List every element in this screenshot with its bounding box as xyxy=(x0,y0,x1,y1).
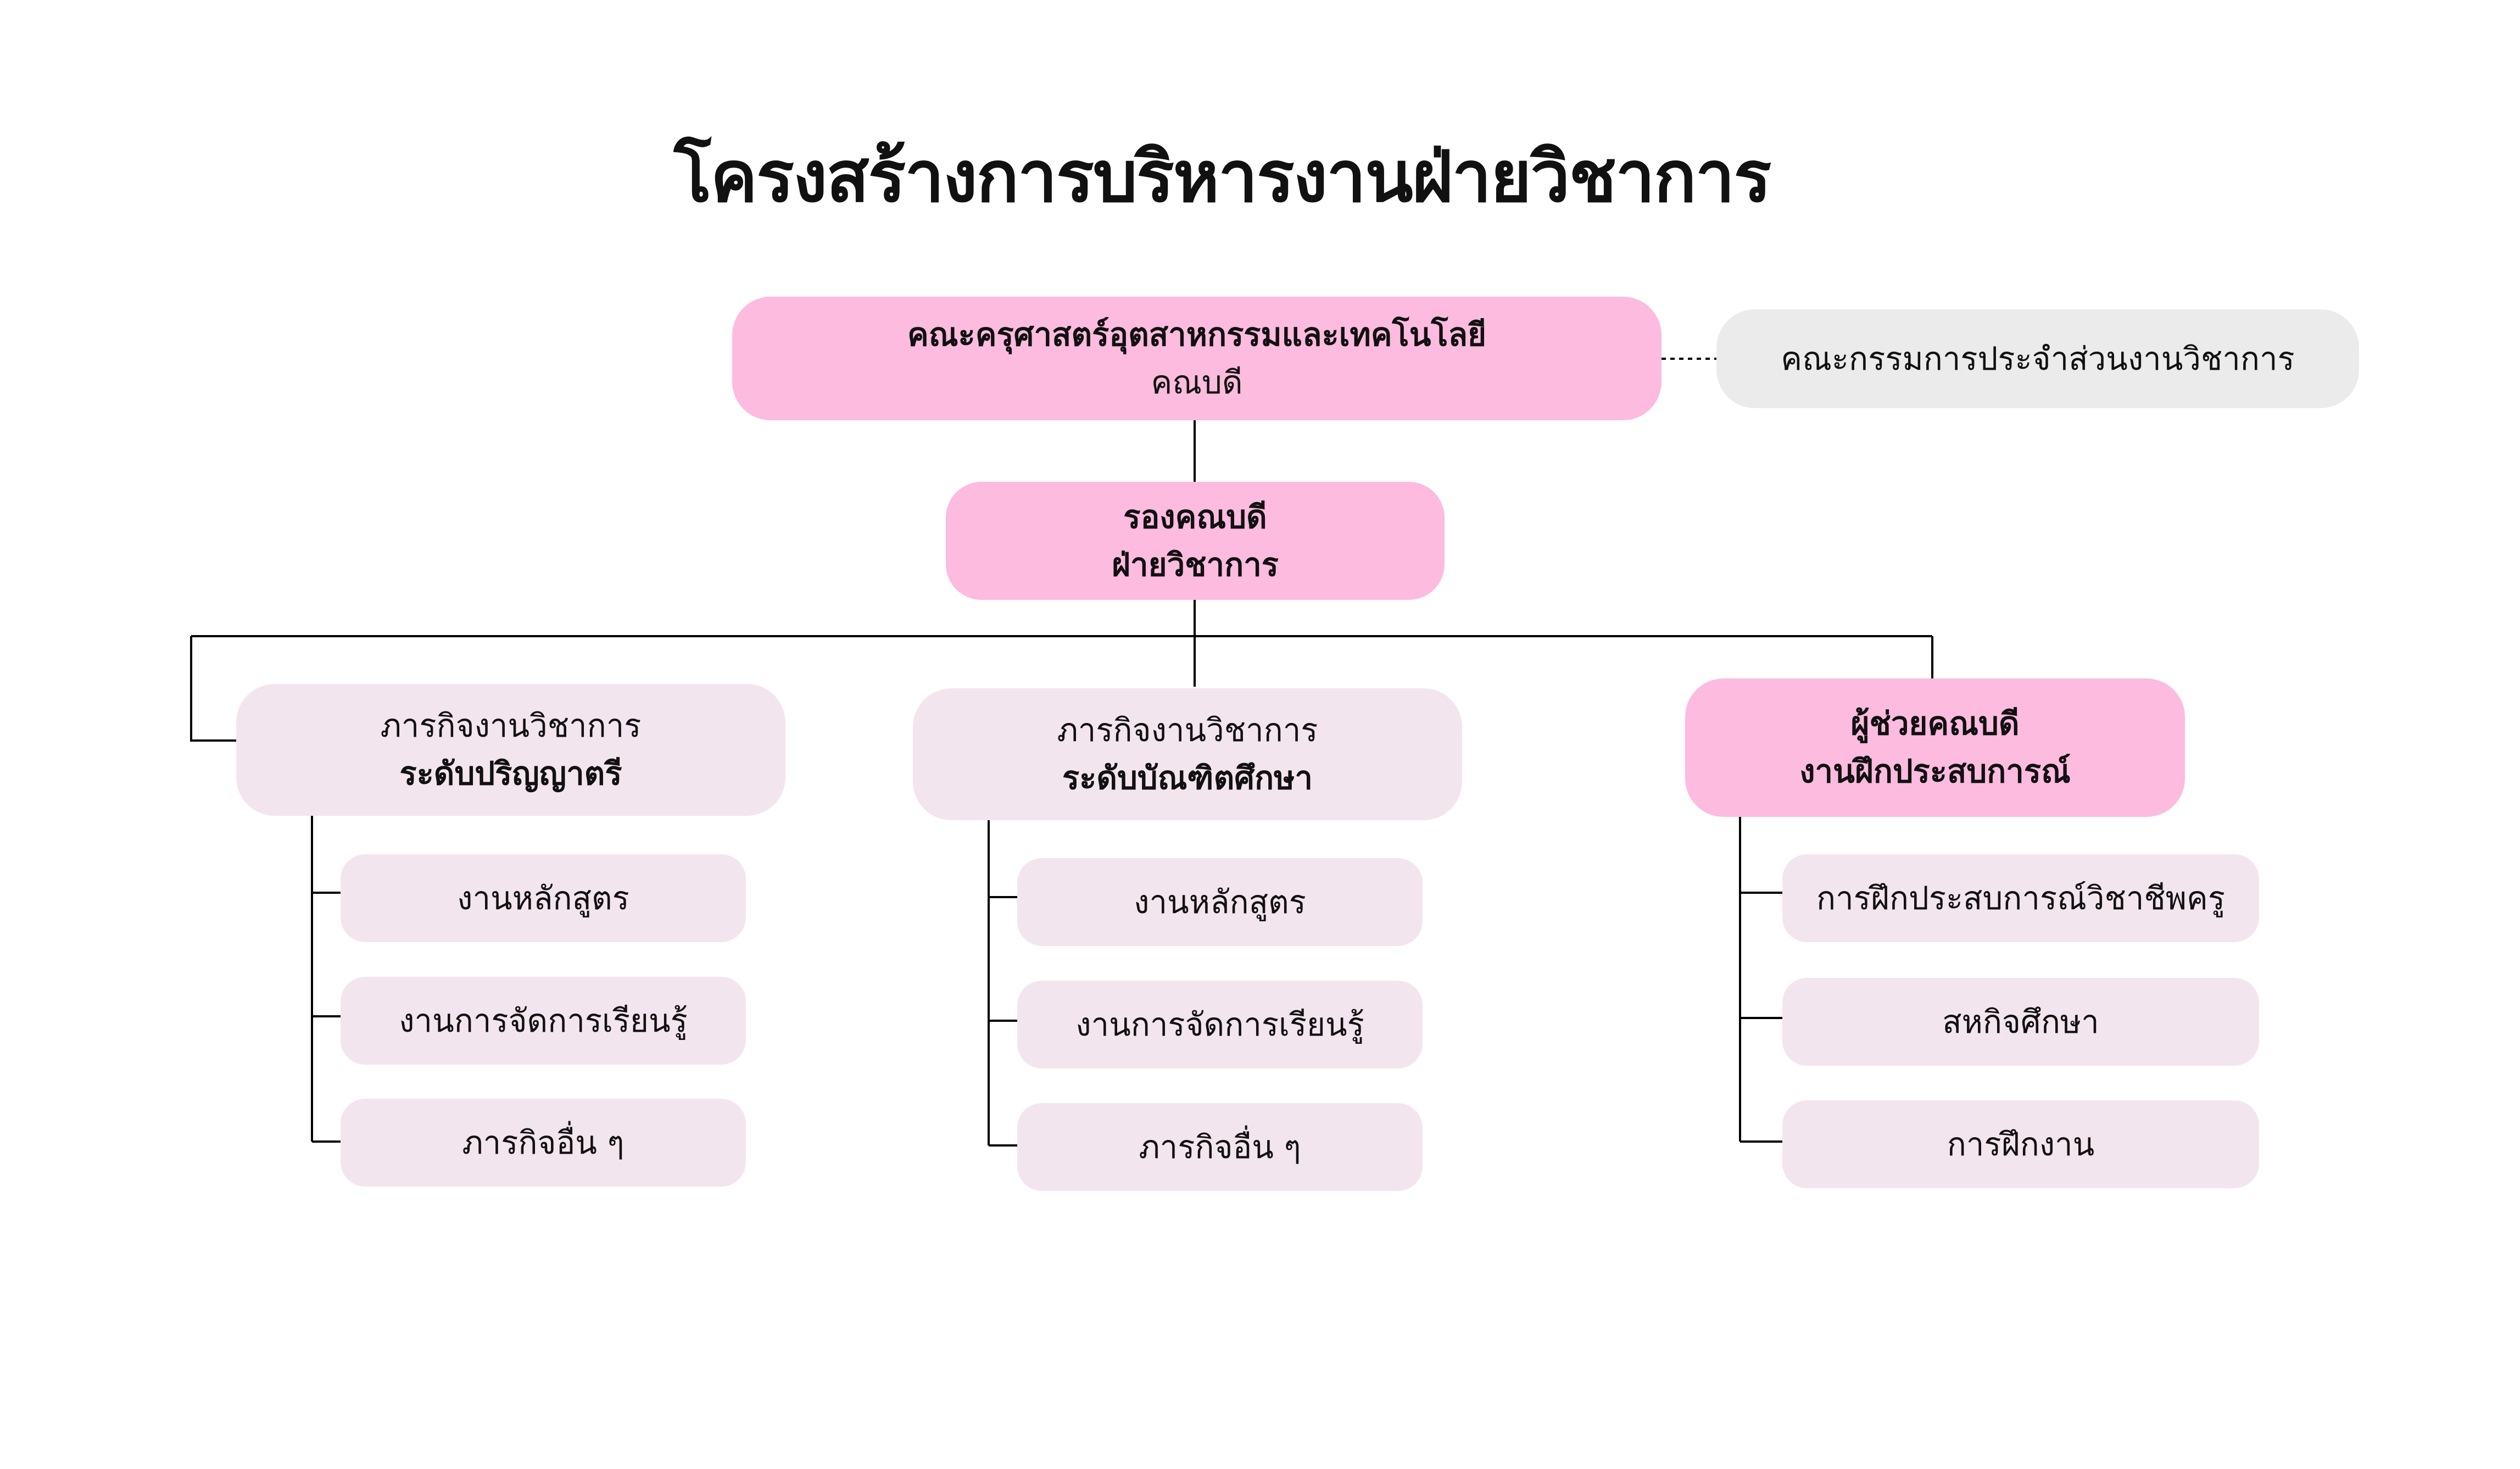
graduate-item-label: งานหลักสูตร xyxy=(1134,883,1306,921)
assistant-item-internship: การฝึกงาน xyxy=(1782,1100,2259,1188)
dean-title: คณบดี xyxy=(1151,363,1243,401)
undergrad-item-label: งานการจัดการเรียนรู้ xyxy=(399,1001,688,1039)
connector-undergrad xyxy=(190,636,236,742)
dean-node: คณะครุศาสตร์อุตสาหกรรมและเทคโนโลยี คณบดี xyxy=(732,297,1662,420)
undergrad-item-learning: งานการจัดการเรียนรู้ xyxy=(341,977,746,1065)
graduate-item-label: ภารกิจอื่น ๆ xyxy=(1139,1128,1301,1166)
graduate-item-curriculum: งานหลักสูตร xyxy=(1017,858,1423,946)
undergrad-item-label: ภารกิจอื่น ๆ xyxy=(462,1123,625,1161)
undergrad-line2: ระดับปริญญาตรี xyxy=(399,755,622,792)
undergrad-line1: ภารกิจงานวิชาการ xyxy=(380,707,642,744)
undergrad-node: ภารกิจงานวิชาการ ระดับปริญญาตรี xyxy=(236,684,785,816)
assistant-dean-node: ผู้ช่วยคณบดี งานฝึกประสบการณ์ xyxy=(1685,678,2185,817)
undergrad-item-label: งานหลักสูตร xyxy=(457,879,629,917)
graduate-item-learning: งานการจัดการเรียนรู้ xyxy=(1017,981,1423,1069)
graduate-line2: ระดับบัณฑิตศึกษา xyxy=(1062,759,1313,797)
graduate-line1: ภารกิจงานวิชาการ xyxy=(1057,711,1318,749)
assistant-dean-division: งานฝึกประสบการณ์ xyxy=(1799,753,2071,790)
page-title: โครงสร้างการบริหารงานฝ่ายวิชาการ xyxy=(673,136,1772,218)
graduate-item-label: งานการจัดการเรียนรู้ xyxy=(1075,1005,1364,1043)
assistant-item-coop: สหกิจศึกษา xyxy=(1782,978,2259,1066)
graduate-node: ภารกิจงานวิชาการ ระดับบัณฑิตศึกษา xyxy=(913,688,1462,820)
vice-dean-title: รองคณบดี xyxy=(1123,498,1267,536)
assistant-dean-title: ผู้ช่วยคณบดี xyxy=(1850,705,2020,742)
dean-faculty: คณะครุศาสตร์อุตสาหกรรมและเทคโนโลยี xyxy=(907,315,1487,353)
vice-dean-division: ฝ่ายวิชาการ xyxy=(1112,546,1279,583)
undergrad-item-other: ภารกิจอื่น ๆ xyxy=(341,1099,746,1187)
graduate-item-other: ภารกิจอื่น ๆ xyxy=(1017,1103,1423,1191)
committee-label: คณะกรรมการประจำส่วนงานวิชาการ xyxy=(1781,340,2295,377)
committee-node: คณะกรรมการประจำส่วนงานวิชาการ xyxy=(1716,309,2359,408)
assistant-item-label: สหกิจศึกษา xyxy=(1942,1003,2099,1040)
assistant-item-label: การฝึกงาน xyxy=(1947,1125,2095,1163)
undergrad-item-curriculum: งานหลักสูตร xyxy=(341,854,746,942)
assistant-item-label: การฝึกประสบการณ์วิชาชีพครู xyxy=(1816,879,2225,917)
assistant-item-teacher-practicum: การฝึกประสบการณ์วิชาชีพครู xyxy=(1782,854,2259,942)
vice-dean-node: รองคณบดี ฝ่ายวิชาการ xyxy=(946,482,1445,600)
